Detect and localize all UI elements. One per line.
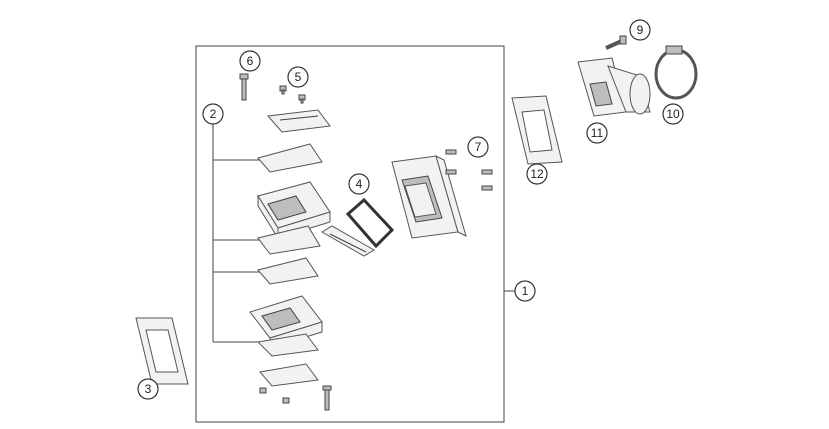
bottom-fasteners [259, 385, 332, 411]
reed-stop-plate-top [266, 109, 331, 133]
callout-12: 12 [526, 163, 548, 185]
callout-4: 4 [348, 173, 370, 195]
svg-text:9: 9 [637, 23, 644, 37]
callout-10: 10 [662, 103, 684, 125]
svg-text:1: 1 [522, 284, 529, 298]
reed-petal-bottom [256, 333, 319, 357]
svg-text:10: 10 [666, 107, 680, 121]
reed-stop-plate-bottom [259, 363, 319, 387]
bolt-part-9 [605, 35, 627, 50]
intake-manifold-part-11 [577, 57, 651, 117]
svg-text:3: 3 [145, 382, 152, 396]
gasket-part-3 [135, 317, 189, 385]
reed-petal-middle-2 [257, 257, 319, 285]
gasket-part-12 [511, 95, 563, 165]
callout-5: 5 [287, 66, 309, 88]
clamp-part-10 [654, 45, 698, 100]
callout-2-bracket [212, 124, 262, 343]
gasket-part-4 [345, 197, 395, 249]
svg-text:5: 5 [295, 70, 302, 84]
bolt-part-6 [239, 73, 249, 101]
assembly-frame [195, 45, 505, 423]
screws-part-5 [279, 85, 306, 104]
svg-text:4: 4 [356, 177, 363, 191]
studs-part-7 [445, 149, 493, 191]
svg-text:2: 2 [210, 107, 217, 121]
callout-11: 11 [586, 122, 608, 144]
callout-6: 6 [239, 50, 261, 72]
reed-petal-middle-1 [257, 225, 321, 255]
svg-text:6: 6 [247, 54, 254, 68]
callout-9: 9 [629, 19, 651, 41]
svg-text:7: 7 [475, 140, 482, 154]
callout-1: 1 [514, 280, 536, 302]
callout-2: 2 [202, 103, 224, 125]
svg-text:12: 12 [530, 167, 544, 181]
callout-3: 3 [137, 378, 159, 400]
callout-7: 7 [467, 136, 489, 158]
reed-petal-top [257, 143, 323, 173]
reed-housing-flange [391, 155, 467, 239]
spacer-bar [321, 225, 375, 257]
svg-text:11: 11 [591, 126, 604, 140]
